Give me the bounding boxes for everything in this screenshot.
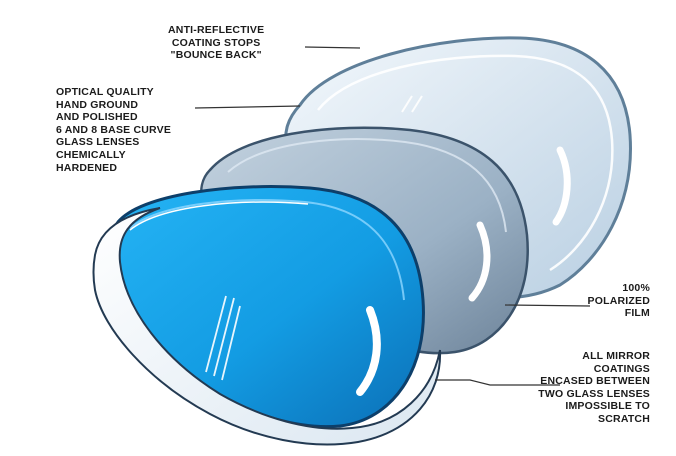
label-optical-line-2: HAND GROUND <box>56 99 171 112</box>
label-mirror-line-3: ENCASED BETWEEN <box>480 375 650 388</box>
label-optical-line-1: OPTICAL QUALITY <box>56 86 171 99</box>
blue-glass-lens <box>109 187 424 427</box>
label-mirror-line-2: COATINGS <box>480 363 650 376</box>
label-mirror-line-6: SCRATCH <box>480 413 650 426</box>
label-optical-line-6: CHEMICALLY <box>56 149 171 162</box>
label-anti-reflective-line-3: "BOUNCE BACK" <box>168 49 264 62</box>
label-mirror-line-4: TWO GLASS LENSES <box>480 388 650 401</box>
label-polarized-line-3: FILM <box>560 307 650 320</box>
label-mirror-coatings: ALL MIRROR COATINGS ENCASED BETWEEN TWO … <box>480 350 650 426</box>
label-mirror-line-5: IMPOSSIBLE TO <box>480 400 650 413</box>
label-optical-line-5: GLASS LENSES <box>56 136 171 149</box>
label-optical-quality-glass: OPTICAL QUALITY HAND GROUND AND POLISHED… <box>56 86 171 174</box>
label-anti-reflective-line-2: COATING STOPS <box>168 37 264 50</box>
leader-optical-quality <box>195 106 300 108</box>
label-optical-line-3: AND POLISHED <box>56 111 171 124</box>
label-polarized-line-1: 100% <box>560 282 650 295</box>
label-polarized-film: 100% POLARIZED FILM <box>560 282 650 320</box>
label-anti-reflective-line-1: ANTI-REFLECTIVE <box>168 24 264 37</box>
label-optical-line-4: 6 and 8 BASE CURVE <box>56 124 171 137</box>
leader-anti-reflective <box>305 47 360 48</box>
label-mirror-line-1: ALL MIRROR <box>480 350 650 363</box>
label-polarized-line-2: POLARIZED <box>560 295 650 308</box>
label-optical-line-7: HARDENED <box>56 162 171 175</box>
label-anti-reflective-coating: ANTI-REFLECTIVE COATING STOPS "BOUNCE BA… <box>168 24 264 62</box>
